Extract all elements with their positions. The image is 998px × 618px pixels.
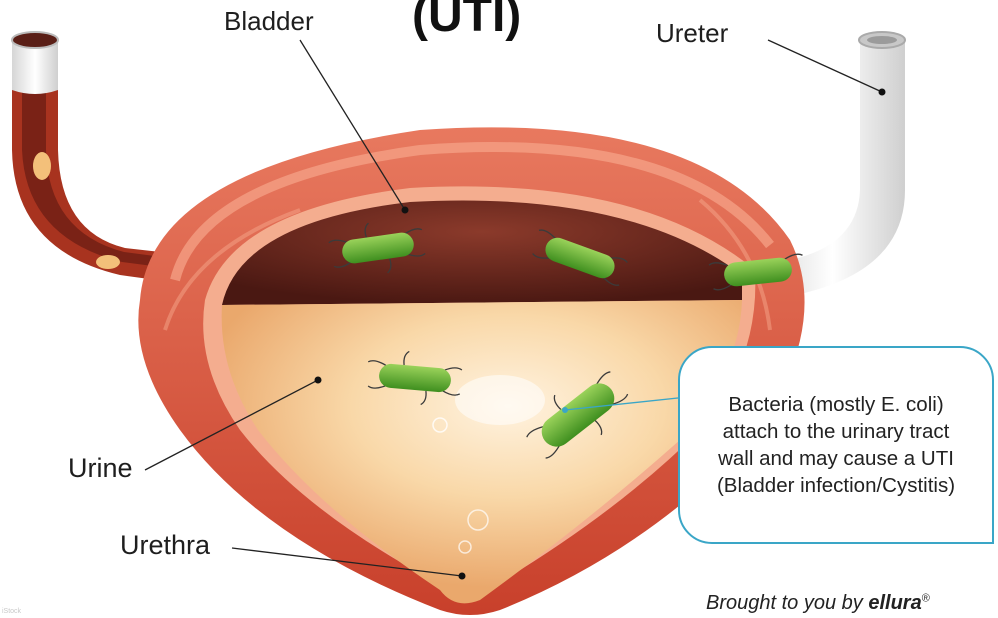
callout-line: (Bladder infection/Cystitis) xyxy=(717,472,955,499)
bacteria-callout: Bacteria (mostly E. coli) attach to the … xyxy=(678,346,994,544)
credit-prefix: Brought to you by xyxy=(706,592,863,614)
registered-mark: ® xyxy=(922,592,930,604)
brand-name: ellura xyxy=(868,592,921,614)
urine-label: Urine xyxy=(68,453,133,484)
credit-line: Brought to you by ellura® xyxy=(706,592,930,615)
callout-line: Bacteria (mostly E. coli) xyxy=(728,391,943,418)
callout-line: attach to the urinary tract xyxy=(723,418,950,445)
urine-pool xyxy=(222,300,742,603)
watermark: iStock xyxy=(2,608,21,615)
ureter-label: Ureter xyxy=(656,18,728,49)
urethra-label: Urethra xyxy=(120,530,210,561)
diagram-title: (UTI) xyxy=(412,0,521,43)
left-ureter-rim xyxy=(12,32,58,48)
bladder-label: Bladder xyxy=(224,6,314,37)
callout-line: wall and may cause a UTI xyxy=(718,445,954,472)
